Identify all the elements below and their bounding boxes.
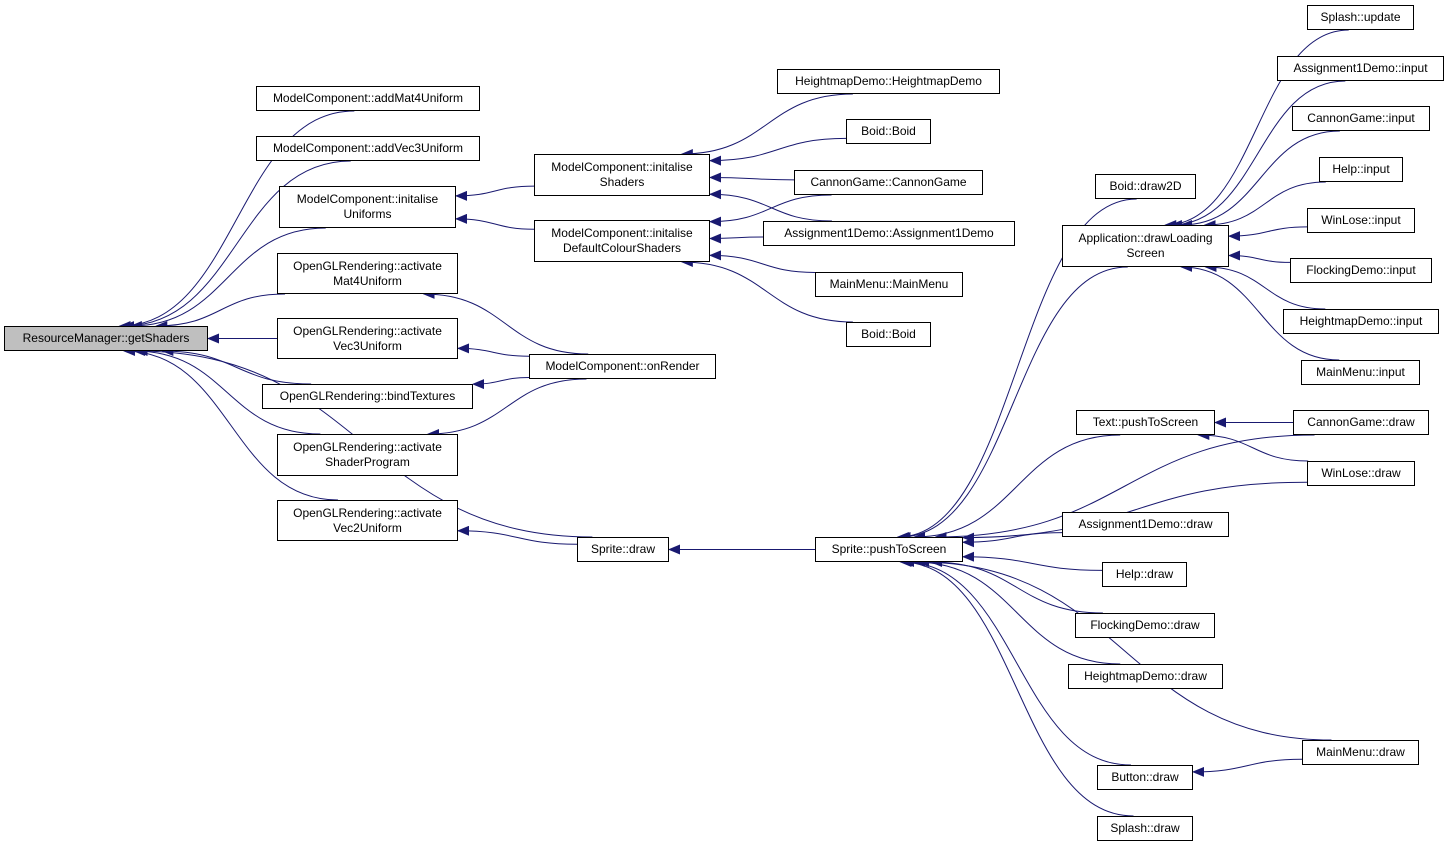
node-assignment1-demo-input[interactable]: Assignment1Demo::input (1277, 56, 1444, 81)
edge-boid_boid_1-to-mc_initalise_shaders (709, 137, 847, 166)
edge-mc_add_mat4_uniform-to-resource_manager_get_shaders (118, 110, 355, 331)
edge-gl_bind_textures-to-resource_manager_get_shaders (161, 346, 312, 385)
node-gl-activate-vec2-uniform[interactable]: OpenGLRendering::activate Vec2Uniform (277, 500, 458, 541)
edge-mc_add_vec3_uniform-to-resource_manager_get_shaders (122, 160, 351, 331)
node-mc-add-vec3-uniform[interactable]: ModelComponent::addVec3Uniform (256, 136, 480, 161)
node-main-menu-draw[interactable]: MainMenu::draw (1302, 740, 1419, 765)
edge-mc_on_render-to-gl_activate_shader_program (427, 378, 587, 439)
node-mc-initalise-uniforms[interactable]: ModelComponent::initalise Uniforms (279, 186, 456, 228)
edge-gl_activate_vec2_uniform-to-resource_manager_get_shaders (122, 346, 339, 501)
node-main-menu-input[interactable]: MainMenu::input (1301, 360, 1420, 385)
node-splash-draw[interactable]: Splash::draw (1097, 816, 1193, 841)
edge-assignment1_demo_ctor-to-mc_initalise_shaders (709, 189, 832, 222)
edge-cannon_game_ctor-to-mc_initalise_default_colour_shaders (709, 194, 832, 227)
node-assignment1-demo-draw[interactable]: Assignment1Demo::draw (1062, 512, 1229, 537)
node-mc-on-render[interactable]: ModelComponent::onRender (529, 354, 716, 379)
node-heightmap-demo-ctor[interactable]: HeightmapDemo::HeightmapDemo (777, 69, 1000, 94)
node-button-draw[interactable]: Button::draw (1097, 765, 1193, 790)
node-sprite-draw[interactable]: Sprite::draw (577, 537, 669, 562)
edge-heightmap_demo_draw-to-sprite_push_to_screen (913, 557, 1121, 665)
edge-heightmap_demo_ctor-to-mc_initalise_shaders (680, 93, 853, 159)
node-win-lose-input[interactable]: WinLose::input (1307, 208, 1415, 233)
edge-help_draw-to-sprite_push_to_screen (962, 551, 1103, 571)
edge-assignment1_demo_input-to-app_draw_loading_screen (1169, 80, 1346, 230)
edge-win_lose_draw-to-text_push_to_screen (1197, 430, 1309, 462)
node-main-menu-ctor[interactable]: MainMenu::MainMenu (815, 272, 963, 297)
node-gl-activate-vec3-uniform[interactable]: OpenGLRendering::activate Vec3Uniform (277, 318, 458, 359)
edge-gl_activate_shader_program-to-resource_manager_get_shaders (133, 346, 321, 435)
node-boid-draw2d[interactable]: Boid::draw2D (1095, 174, 1196, 199)
edge-win_lose_draw-to-sprite_push_to_screen (962, 481, 1308, 543)
edge-assignment1_demo_ctor-to-mc_initalise_default_colour_shaders (709, 233, 764, 244)
edge-gl_activate_mat4_uniform-to-resource_manager_get_shaders (155, 293, 286, 331)
node-mc-initalise-shaders[interactable]: ModelComponent::initalise Shaders (534, 154, 710, 196)
node-assignment1-demo-ctor[interactable]: Assignment1Demo::Assignment1Demo (763, 221, 1015, 246)
edge-heightmap_demo_input-to-app_draw_loading_screen (1204, 262, 1326, 310)
node-boid-boid-1[interactable]: Boid::Boid (846, 119, 931, 144)
edge-assignment1_demo_draw-to-sprite_push_to_screen (962, 532, 1063, 548)
edge-cannon_game_draw-to-sprite_push_to_screen (934, 434, 1315, 542)
node-app-draw-loading-screen[interactable]: Application::drawLoading Screen (1062, 225, 1229, 267)
edge-sprite_draw-to-gl_activate_vec2_uniform (457, 525, 578, 545)
edge-boid_boid_2-to-mc_initalise_default_colour_shaders (680, 257, 853, 323)
node-gl-activate-shader-program[interactable]: OpenGLRendering::activate ShaderProgram (277, 434, 458, 476)
node-help-draw[interactable]: Help::draw (1102, 562, 1187, 587)
edge-mc_initalise_default_colour_shaders-to-mc_initalise_uniforms (455, 213, 535, 230)
node-flocking-demo-input[interactable]: FlockingDemo::input (1290, 258, 1432, 283)
node-mc-initalise-default-colour-shaders[interactable]: ModelComponent::initalise DefaultColourS… (534, 220, 710, 262)
edge-text_push_to_screen-to-sprite_push_to_screen (913, 434, 1121, 542)
node-mc-add-mat4-uniform[interactable]: ModelComponent::addMat4Uniform (256, 86, 480, 111)
node-gl-activate-mat4-uniform[interactable]: OpenGLRendering::activate Mat4Uniform (277, 253, 458, 294)
node-heightmap-demo-input[interactable]: HeightmapDemo::input (1283, 309, 1439, 334)
node-splash-update[interactable]: Splash::update (1307, 5, 1414, 30)
edge-boid_draw2d-to-sprite_push_to_screen (896, 198, 1137, 542)
edge-splash_update-to-app_draw_loading_screen (1164, 29, 1349, 230)
node-cannon-game-input[interactable]: CannonGame::input (1292, 106, 1430, 131)
edge-main_menu_draw-to-button_draw (1192, 758, 1303, 777)
node-resource-manager-get-shaders: ResourceManager::getShaders (4, 326, 208, 351)
edge-main_menu_input-to-app_draw_loading_screen (1180, 262, 1340, 361)
node-heightmap-demo-draw[interactable]: HeightmapDemo::draw (1068, 664, 1223, 689)
edge-main_menu_draw-to-sprite_push_to_screen (917, 557, 1332, 741)
edge-help_input-to-app_draw_loading_screen (1203, 181, 1326, 230)
edge-mc_on_render-to-gl_activate_mat4_uniform (422, 289, 589, 355)
node-win-lose-draw[interactable]: WinLose::draw (1307, 461, 1415, 486)
node-cannon-game-ctor[interactable]: CannonGame::CannonGame (794, 170, 983, 195)
edge-mc_on_render-to-gl_bind_textures (472, 377, 530, 390)
edge-cannon_game_ctor-to-mc_initalise_shaders (709, 172, 795, 183)
node-gl-bind-textures[interactable]: OpenGLRendering::bindTextures (262, 384, 473, 409)
node-help-input[interactable]: Help::input (1319, 157, 1403, 182)
edge-mc_initalise_shaders-to-mc_initalise_uniforms (455, 185, 535, 201)
node-sprite-push-to-screen[interactable]: Sprite::pushToScreen (815, 537, 963, 562)
edge-button_draw-to-sprite_push_to_screen (902, 557, 1131, 766)
edge-main_menu_ctor-to-mc_initalise_default_colour_shaders (709, 250, 816, 273)
node-cannon-game-draw[interactable]: CannonGame::draw (1293, 410, 1429, 435)
edge-win_lose_input-to-app_draw_loading_screen (1228, 226, 1308, 242)
node-text-push-to-screen[interactable]: Text::pushToScreen (1076, 410, 1215, 435)
edge-app_draw_loading_screen-to-sprite_push_to_screen (898, 266, 1128, 542)
node-boid-boid-2[interactable]: Boid::Boid (846, 322, 931, 347)
node-flocking-demo-draw[interactable]: FlockingDemo::draw (1075, 613, 1215, 638)
edge-splash_draw-to-sprite_push_to_screen (899, 557, 1134, 817)
edge-mc_on_render-to-gl_activate_vec3_uniform (457, 343, 530, 357)
edge-flocking_demo_input-to-app_draw_loading_screen (1228, 250, 1291, 263)
